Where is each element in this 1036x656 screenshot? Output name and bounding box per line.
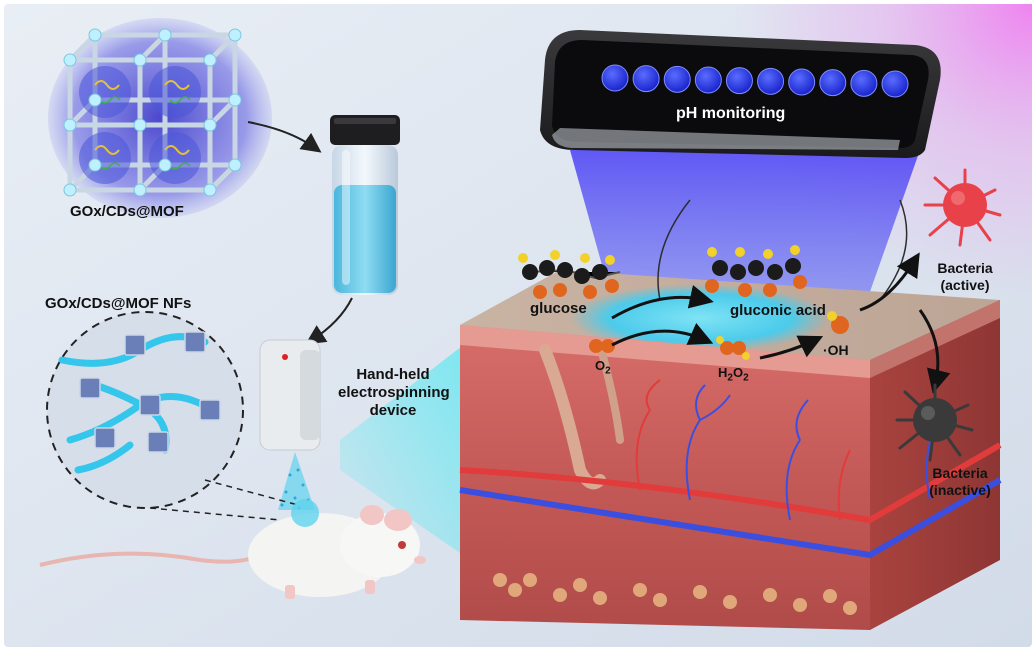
device-label-line: electrospinning	[338, 384, 450, 401]
bacteria-icon	[895, 383, 974, 462]
phone-screen-text: pH monitoring	[676, 105, 786, 122]
bacteria-icon	[923, 168, 1002, 247]
electrospinner-icon	[259, 339, 321, 510]
hair-strands	[657, 199, 908, 301]
arrow-icon	[247, 121, 322, 153]
molecule-icon	[705, 245, 807, 297]
mof-particles	[79, 331, 221, 453]
ph-indicator-dot	[881, 70, 909, 98]
o2-sub: 2	[605, 365, 611, 377]
mouse-icon	[39, 499, 426, 599]
ph-indicator-dot	[725, 67, 753, 95]
device-label-line: device	[369, 402, 417, 419]
ph-indicator-dot	[757, 67, 785, 95]
h2o2-h: H	[718, 365, 728, 380]
ph-indicator-row	[601, 64, 909, 98]
ph-indicator-dot	[819, 69, 847, 97]
arrow-icon	[305, 297, 353, 345]
h2o2-o: O	[732, 365, 744, 380]
ph-indicator-dot	[632, 65, 660, 93]
nanofiber-inset	[46, 311, 299, 521]
h2o2-label: H2O2	[718, 365, 749, 384]
o2-label: O2	[595, 358, 611, 377]
h2o2-sub1: 2	[727, 372, 733, 384]
o2-main: O	[595, 358, 606, 373]
mof-label: GOx/CDs@MOF	[70, 203, 184, 220]
glucose-label: glucose	[530, 300, 587, 317]
ph-indicator-dot	[601, 64, 629, 92]
bacteria-inactive-line: Bacteria	[932, 465, 988, 481]
electrospin-beam	[340, 340, 470, 560]
molecule-icon	[518, 250, 621, 299]
bacteria-active-line: Bacteria	[937, 260, 993, 276]
reaction-arrows	[611, 252, 951, 394]
molecule-icon	[589, 339, 615, 353]
bacteria-active-line: (active)	[940, 277, 990, 293]
ph-indicator-dot	[663, 65, 691, 93]
hydroxyl-label: ·OH	[823, 342, 849, 358]
bacteria-inactive-label: Bacteria (inactive)	[905, 465, 1015, 499]
ph-indicator-dot	[788, 68, 816, 96]
mof-cube-icon	[48, 18, 272, 218]
ph-indicator-dot	[850, 69, 878, 97]
bacteria-active-label: Bacteria (active)	[920, 260, 1010, 294]
nanofiber-label: GOx/CDs@MOF NFs	[45, 295, 192, 312]
molecule-icon	[716, 336, 750, 360]
ph-indicator-dot	[694, 66, 722, 94]
molecule-icon	[827, 311, 849, 334]
device-label-line: Hand-held	[356, 366, 430, 383]
vial-icon	[330, 115, 400, 295]
gluconic-acid-label: gluconic acid	[730, 302, 826, 319]
bacteria-inactive-line: (inactive)	[929, 482, 991, 498]
device-label: Hand-held electrospinning device	[338, 366, 450, 420]
skin-tissue-block	[459, 270, 1002, 630]
h2o2-sub2: 2	[743, 372, 749, 384]
